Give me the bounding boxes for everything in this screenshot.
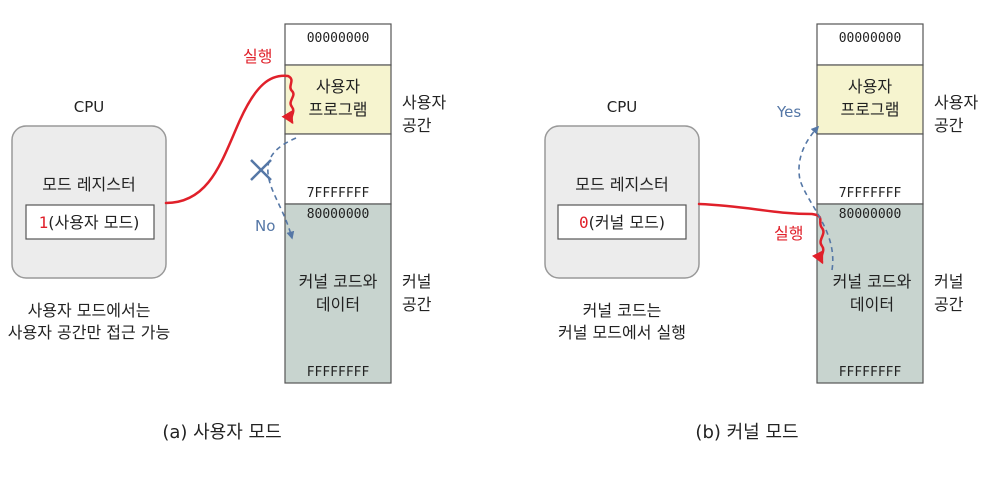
mode-register-label: 모드 레지스터 [575, 175, 668, 194]
mode-register-label: 모드 레지스터 [42, 175, 135, 194]
memory-top-segment [816, 23, 924, 66]
mode-name: (사용자 모드) [48, 213, 139, 232]
user-space-label-1: 사용자 [934, 93, 978, 112]
user-free-segment [816, 133, 924, 205]
addr-bottom: FFFFFFFF [307, 365, 370, 380]
exec-arrow [697, 202, 825, 265]
mode-name: (커널 모드) [589, 213, 665, 232]
addr-top: 00000000 [839, 31, 902, 46]
kernel-code-line1: 커널 코드와 [833, 272, 912, 291]
panel-b: CPU 모드 레지스터 0(커널 모드) 커널 코드는 커널 모드에서 실행 0… [544, 23, 978, 443]
denied-arrow [267, 137, 297, 240]
user-space-label-2: 공간 [934, 116, 964, 135]
mode-register-value: 1(사용자 모드) [39, 213, 140, 232]
user-program-segment [816, 64, 924, 135]
cpu-caption-line1: 커널 코드는 [583, 301, 662, 320]
denied-cross-icon [250, 159, 272, 181]
memory-top-segment [284, 23, 392, 66]
user-program-line2: 프로그램 [841, 100, 900, 119]
kernel-code-line2: 데이터 [316, 295, 360, 314]
cpu-title: CPU [74, 98, 105, 116]
exec-label: 실행 [243, 47, 272, 66]
addr-user-end: 7FFFFFFF [307, 186, 370, 201]
mode-bit-value: 1 [39, 213, 49, 232]
kernel-space-label-2: 공간 [402, 295, 432, 314]
allowed-arrow [798, 125, 834, 271]
user-program-segment [284, 64, 392, 135]
exec-label: 실행 [774, 224, 803, 243]
allowed-label: Yes [776, 103, 801, 121]
mode-register-value: 0(커널 모드) [579, 213, 665, 232]
cpu-box [11, 125, 167, 279]
addr-kernel-start: 80000000 [839, 207, 902, 222]
mode-register-box [557, 204, 687, 240]
user-space-label-2: 공간 [402, 116, 432, 135]
user-program-line1: 사용자 [316, 77, 360, 96]
mode-bit-value: 0 [579, 213, 589, 232]
kernel-space-label-1: 커널 [402, 272, 431, 291]
addr-bottom: FFFFFFFF [839, 365, 902, 380]
cpu-caption-line2: 사용자 공간만 접근 가능 [8, 323, 170, 342]
addr-top: 00000000 [307, 31, 370, 46]
cpu-caption-line2: 커널 모드에서 실행 [558, 323, 686, 342]
denied-label: No [255, 217, 275, 235]
kernel-code-line2: 데이터 [850, 295, 894, 314]
mode-register-box [25, 204, 155, 240]
user-program-line2: 프로그램 [309, 100, 368, 119]
exec-arrow [164, 74, 295, 205]
panel-a: CPU 모드 레지스터 1(사용자 모드) 사용자 모드에서는 사용자 공간만 … [8, 23, 446, 443]
kernel-segment [816, 203, 924, 384]
kernel-space-label-2: 공간 [934, 295, 964, 314]
user-free-segment [284, 133, 392, 205]
cpu-box [544, 125, 700, 279]
panel-a-subtitle: (a) 사용자 모드 [162, 422, 281, 443]
cpu-caption-line1: 사용자 모드에서는 [28, 301, 151, 320]
addr-kernel-start: 80000000 [307, 207, 370, 222]
addr-user-end: 7FFFFFFF [839, 186, 902, 201]
user-space-label-1: 사용자 [402, 93, 446, 112]
kernel-space-label-1: 커널 [934, 272, 963, 291]
user-program-line1: 사용자 [848, 77, 892, 96]
cpu-title: CPU [607, 98, 638, 116]
panel-b-subtitle: (b) 커널 모드 [695, 422, 798, 443]
kernel-segment [284, 203, 392, 384]
kernel-code-line1: 커널 코드와 [299, 272, 378, 291]
